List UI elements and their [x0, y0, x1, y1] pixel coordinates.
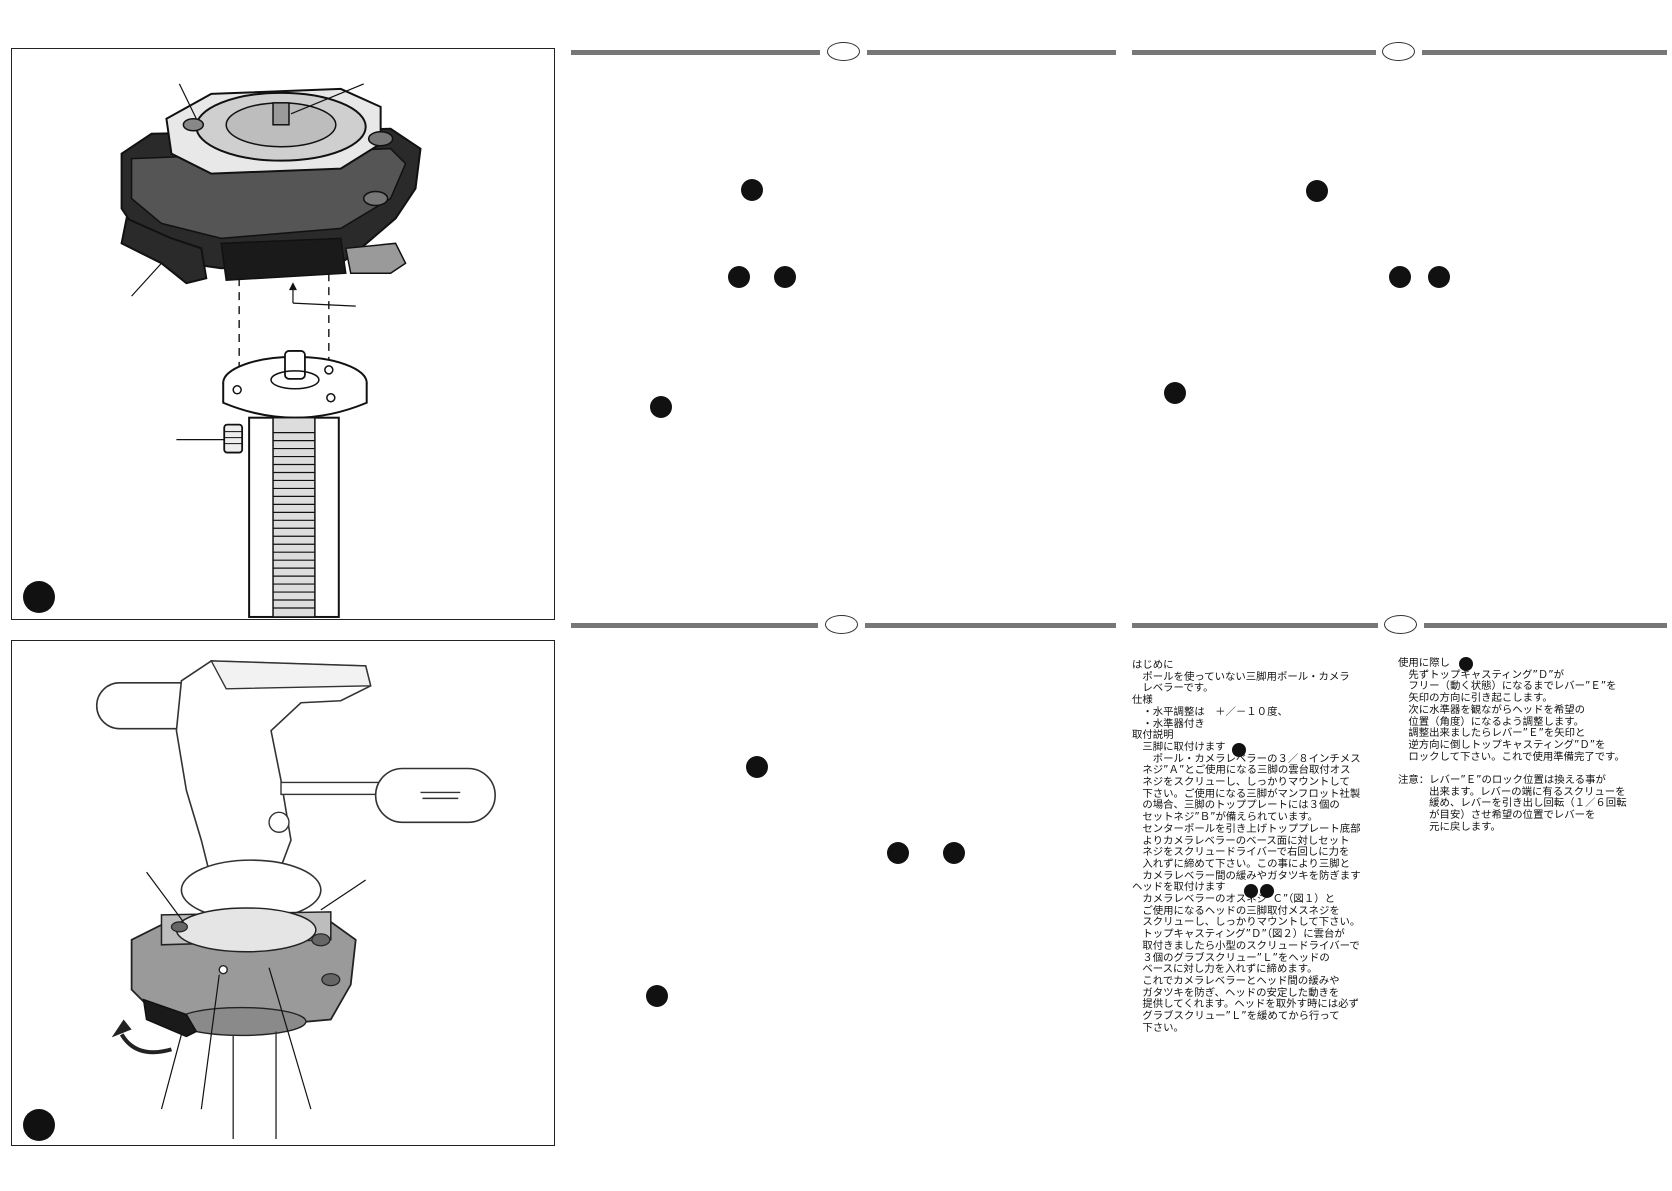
text-line: ロックして下さい。これで使用準備完了です。 [1398, 750, 1625, 763]
figure-ref-dot-inline [1244, 884, 1258, 898]
text-line: 注意：レバー”Ｅ”のロック位置は換える事が [1398, 774, 1606, 787]
japanese-instructions-left-column: はじめに ポールを使っていない三脚用ポール・カメラ レベラーです。仕様 ・水平調… [1132, 659, 1361, 1035]
figure-ref-dot-inline [1260, 884, 1274, 898]
text-line: 次に水準器を観ながらヘッドを希望の [1398, 703, 1586, 716]
text-line: が目安）させ希望の位置でレバーを [1398, 809, 1596, 822]
figure-ref-dot [741, 179, 763, 201]
section-header-top-right [1132, 42, 1667, 64]
text-line: スクリューし、しっかりマウントして下さい。 [1132, 916, 1361, 929]
figure-ref-dot [746, 756, 768, 778]
figure-ref-dot [1164, 382, 1186, 404]
text-line: レベラーです。 [1132, 682, 1214, 695]
language-flag-oval [1382, 42, 1415, 61]
figure-ref-dot [887, 842, 909, 864]
text-line: フリー（動く状態）になるまでレバー”Ｅ”を [1398, 680, 1617, 693]
figure-ref-dot [1306, 180, 1328, 202]
text-line: 出来ます。レバーの端に有るスクリューを [1398, 785, 1626, 798]
figure-1-number-marker [23, 581, 55, 613]
text-line: これでカメラレベラーとヘッド間の緩みや [1132, 974, 1340, 987]
text-line: 元に戻します。 [1398, 820, 1501, 833]
text-line: 下さい。 [1132, 1021, 1184, 1034]
text-line: トップキャスティング”Ｄ”（図２）に雲台が [1132, 928, 1345, 941]
figure-ref-dot-inline [1232, 743, 1246, 757]
text-line: 三脚に取付けます [1132, 740, 1226, 753]
text-line: ネジをスクリュードライバーで右回しに力を [1132, 846, 1350, 859]
figure-ref-dot [650, 396, 672, 418]
text-line: ポール・カメラレベラーの３／８インチメス [1132, 752, 1361, 765]
text-line: ネジをスクリューし、しっかりマウントして [1132, 776, 1350, 789]
figure-ref-dot [646, 985, 668, 1007]
text-line: 逆方向に倒しトップキャスティング”Ｄ”を [1398, 738, 1606, 751]
text-line: 取付説明 [1132, 729, 1174, 742]
figure-ref-dot-inline [1459, 657, 1473, 671]
leveler-with-head-illustration [95, 660, 496, 1140]
text-line: センターポールを引き上げトッププレート底部 [1132, 822, 1361, 835]
text-line: 提供してくれます。ヘッドを取外す時には必ず [1132, 998, 1359, 1011]
figure-2-assembled-view [11, 640, 555, 1146]
text-line: はじめに [1132, 659, 1174, 671]
figure-ref-dot [728, 266, 750, 288]
leveler-exploded-illustration [120, 83, 422, 618]
text-line: ヘッドを取付けます [1132, 881, 1226, 894]
text-line: ポールを使っていない三脚用ポール・カメラ [1132, 670, 1350, 683]
figure-ref-dot [1428, 266, 1450, 288]
text-line: ベースに対し力を入れずに締めます。 [1132, 963, 1318, 976]
text-line: 調整出来ましたらレバー”Ｅ”を矢印と [1398, 727, 1586, 740]
text-line: 位置（角度）になるよう調整します。 [1398, 715, 1584, 728]
figure-ref-dot [1389, 266, 1411, 288]
text-line: ご使用になるヘッドの三脚取付メスネジを [1132, 904, 1340, 917]
language-flag-oval [827, 42, 860, 61]
text-line: カメラレベラーのオスネジ”Ｃ”（図１）と [1132, 893, 1335, 906]
figure-2-number-marker [23, 1109, 55, 1141]
text-line: ネジ”Ａ”とご使用になる三脚の雲台取付オス [1132, 764, 1351, 777]
text-line: カメラレベラー間の緩みやガタツキを防ぎます [1132, 869, 1361, 882]
text-line: よりカメラレベラーのベース面に対しセット [1132, 834, 1350, 847]
text-line: 下さい。ご使用になる三脚がマンフロット社製 [1132, 787, 1361, 800]
text-line: ・水平調整は ＋／－１０度、 [1132, 705, 1288, 718]
text-line: の場合、三脚のトッププレートには３個の [1132, 799, 1340, 812]
language-flag-oval [825, 615, 858, 634]
text-line: 先ずトップキャスティング”Ｄ”が [1398, 668, 1564, 681]
section-header-bottom-right [1132, 615, 1667, 637]
text-line: 緩め、レバーを引き出し回転（１／６回転 [1398, 797, 1627, 810]
section-header-bottom-left [571, 615, 1116, 637]
text-line: セットネジ”Ｂ”が備えられています。 [1132, 811, 1319, 824]
text-line: ガタツキを防ぎ、ヘッドの安定した動きを [1132, 986, 1340, 999]
text-line: 仕様 [1132, 694, 1153, 707]
text-line: 使用に際し [1398, 657, 1450, 669]
text-line: ３個のグラブスクリュー”Ｌ”をヘッドの [1132, 951, 1330, 964]
japanese-instructions-right-column: 使用に際し 先ずトップキャスティング”Ｄ”が フリー（動く状態）になるまでレバー… [1398, 657, 1627, 834]
text-line: グラブスクリュー”Ｌ”を緩めてから行って [1132, 1010, 1340, 1023]
figure-ref-dot [774, 266, 796, 288]
text-line: 取付きましたら小型のスクリュードライバーで [1132, 939, 1360, 952]
text-line: ・水準器付き [1132, 717, 1205, 730]
language-flag-oval [1384, 615, 1417, 634]
figure-ref-dot [943, 842, 965, 864]
section-header-top-left [571, 42, 1116, 64]
text-line: 入れずに締めて下さい。この事により三脚と [1132, 857, 1350, 870]
text-line: 矢印の方向に引き起こします。 [1398, 692, 1553, 705]
figure-1-exploded-view [11, 48, 555, 620]
